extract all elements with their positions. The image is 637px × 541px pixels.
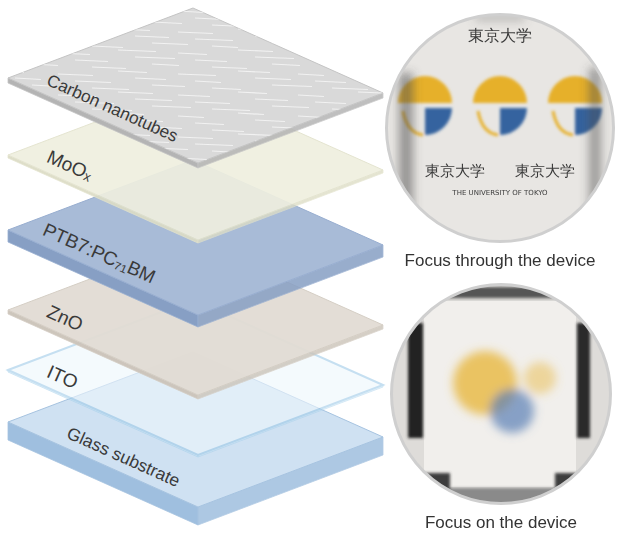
photo-caption: Focus through the device (405, 251, 596, 271)
photo-caption: Focus on the device (425, 513, 577, 533)
photo-image (385, 13, 615, 243)
layer-plate: Carbon nanotubes (8, 8, 384, 169)
photo-circle: Focus on the device (390, 283, 612, 505)
photo-circle: Focus through the device東京大学東京大学東京大学THE … (385, 13, 615, 243)
photo-image (390, 283, 612, 505)
photo-text: 東京大学 (468, 26, 532, 45)
photo-text: THE UNIVERSITY OF TOKYO (452, 189, 547, 197)
photo-text: 東京大学 (425, 162, 485, 180)
photo-text: 東京大学 (515, 162, 575, 180)
